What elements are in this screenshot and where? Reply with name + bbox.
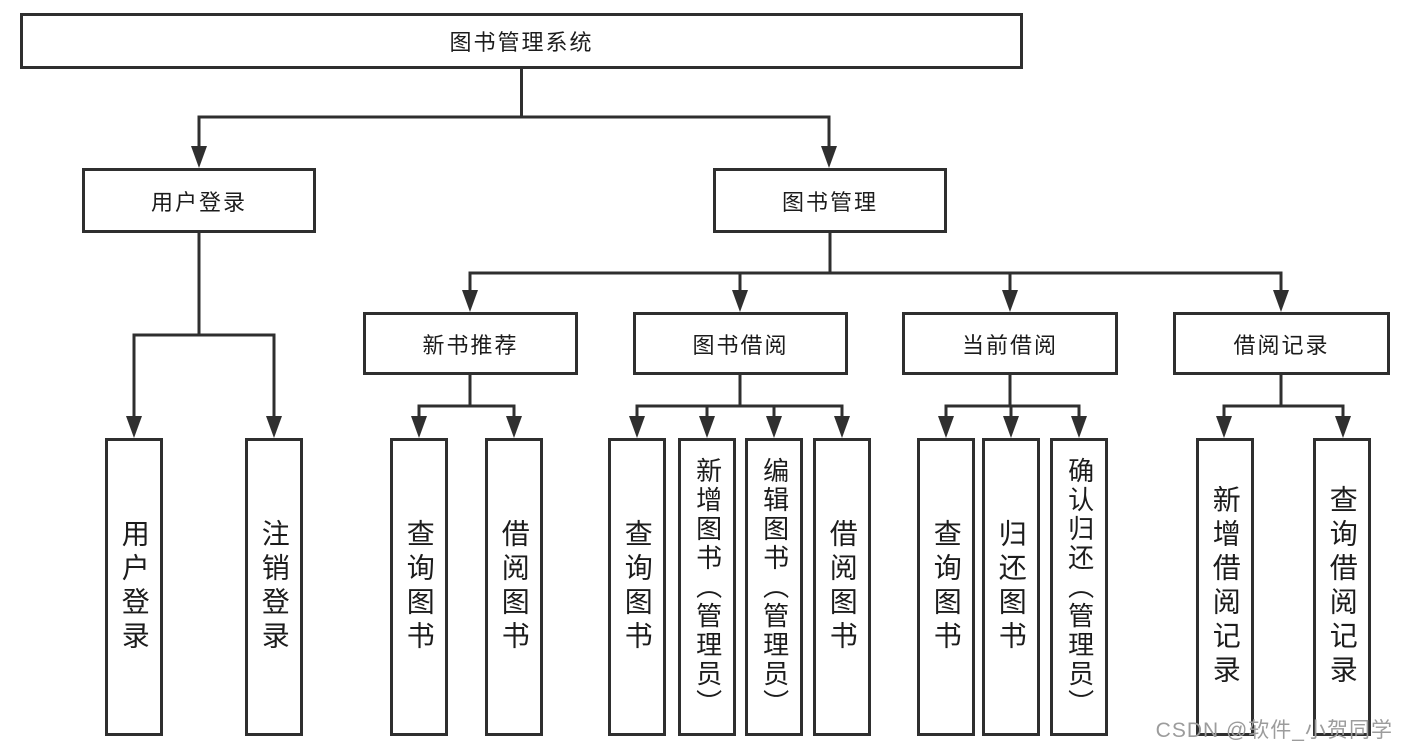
node-new-book-recommend: 新书推荐 [363,312,578,375]
node-user-login-label: 用户登录 [150,189,247,215]
leaf-user-login: 用户登录 [105,438,163,736]
leaf-current-confirm-return-admin: 确认归还（管理员） [1050,438,1108,736]
leaf-current-return-book-label: 归还图书 [995,519,1027,655]
leaf-current-query-book: 查询图书 [917,438,975,736]
leaf-current-return-book: 归还图书 [982,438,1040,736]
node-root-label: 图书管理系统 [449,30,594,55]
leaf-logout: 注销登录 [245,438,303,736]
leaf-borrowing-query-book-label: 查询图书 [621,519,653,655]
leaf-recommend-borrow-book-label: 借阅图书 [498,519,530,655]
leaf-borrowing-borrow-book: 借阅图书 [813,438,871,736]
connector-paths [132,69,1345,418]
node-book-management: 图书管理 [713,168,947,233]
node-borrow-records-label: 借阅记录 [1233,332,1330,358]
leaf-records-add-record-label: 新增借阅记录 [1209,485,1241,689]
node-user-login: 用户登录 [82,168,316,233]
leaf-records-query-record-label: 查询借阅记录 [1326,485,1358,689]
node-book-borrowing-label: 图书借阅 [692,332,789,358]
leaf-records-add-record: 新增借阅记录 [1196,438,1254,736]
watermark: CSDN @软件_小贺同学 [1155,719,1393,742]
leaf-recommend-query-book-label: 查询图书 [403,519,435,655]
node-borrow-records: 借阅记录 [1173,312,1390,375]
node-root: 图书管理系统 [20,13,1023,69]
leaf-records-query-record: 查询借阅记录 [1313,438,1371,736]
leaf-current-confirm-return-admin-label: 确认归还（管理员） [1064,456,1095,718]
leaf-recommend-borrow-book: 借阅图书 [485,438,543,736]
leaf-borrowing-edit-book-admin-label: 编辑图书（管理员） [759,456,790,718]
leaf-borrowing-query-book: 查询图书 [608,438,666,736]
node-book-management-label: 图书管理 [781,189,878,215]
node-book-borrowing: 图书借阅 [633,312,848,375]
leaf-logout-label: 注销登录 [258,519,290,655]
leaf-borrowing-add-book-admin-label: 新增图书（管理员） [692,456,723,718]
leaf-current-query-book-label: 查询图书 [930,519,962,655]
leaf-borrowing-borrow-book-label: 借阅图书 [826,519,858,655]
leaf-borrowing-add-book-admin: 新增图书（管理员） [678,438,736,736]
leaf-borrowing-edit-book-admin: 编辑图书（管理员） [745,438,803,736]
node-current-borrow: 当前借阅 [902,312,1118,375]
node-new-book-recommend-label: 新书推荐 [422,332,519,358]
leaf-user-login-label: 用户登录 [118,519,150,655]
connector-arrowheads [126,146,1351,438]
leaf-recommend-query-book: 查询图书 [390,438,448,736]
node-current-borrow-label: 当前借阅 [961,332,1058,358]
